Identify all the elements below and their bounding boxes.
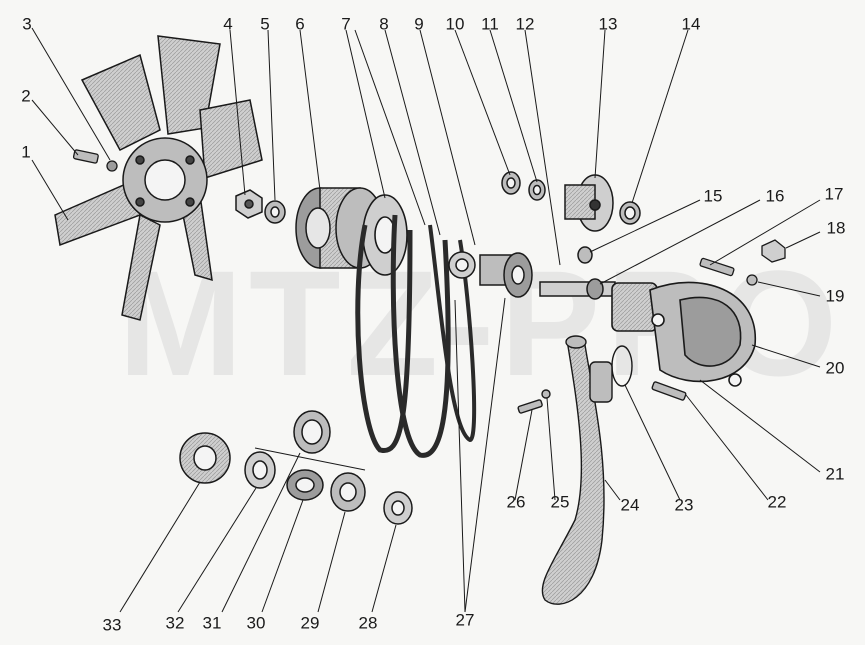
callout-7: 7	[341, 14, 351, 34]
washer-25	[541, 389, 551, 399]
callout-16: 16	[765, 186, 785, 206]
washer-3	[106, 160, 118, 172]
callout-13: 13	[598, 14, 618, 34]
callout-12: 12	[515, 14, 535, 34]
callout-18: 18	[826, 218, 846, 238]
callout-21: 21	[825, 464, 845, 484]
callout-24: 24	[620, 495, 640, 515]
bolt-17	[699, 257, 735, 277]
bolt-2	[72, 149, 99, 164]
bolt-22	[651, 381, 687, 401]
callout-31: 31	[202, 613, 222, 633]
callout-25: 25	[550, 492, 570, 512]
callout-14: 14	[681, 14, 701, 34]
fan-blade-upper-left	[80, 53, 161, 151]
callout-4: 4	[223, 14, 233, 34]
callout-1: 1	[21, 142, 31, 162]
callout-20: 20	[825, 358, 845, 378]
leader-lines	[31, 27, 821, 613]
fan-blade-right	[199, 99, 263, 180]
callout-17: 17	[824, 184, 844, 204]
callout-32: 32	[165, 613, 185, 633]
callout-8: 8	[379, 14, 389, 34]
callout-28: 28	[358, 613, 378, 633]
washer-15	[577, 246, 593, 264]
callout-30: 30	[246, 613, 266, 633]
callout-26: 26	[506, 492, 526, 512]
callout-15: 15	[703, 186, 723, 206]
callout-33: 33	[102, 615, 122, 635]
gasket-23	[611, 345, 633, 387]
callout-29: 29	[300, 613, 320, 633]
washer-19	[746, 274, 758, 286]
callout-23: 23	[674, 495, 694, 515]
callout-6: 6	[295, 14, 305, 34]
callout-9: 9	[414, 14, 424, 34]
callout-27: 27	[455, 610, 475, 630]
bolt-26	[517, 399, 543, 414]
callout-11: 11	[481, 14, 499, 34]
callout-22: 22	[767, 492, 787, 512]
callout-19: 19	[825, 286, 845, 306]
fan-blade-lower-left	[121, 213, 161, 321]
fan-assembly	[54, 35, 263, 321]
outlet-pipe-24	[541, 339, 605, 605]
callout-3: 3	[22, 14, 32, 34]
callout-5: 5	[260, 14, 270, 34]
plug-18	[761, 239, 786, 263]
belt-7	[355, 224, 413, 454]
callout-2: 2	[21, 86, 31, 106]
pump-housing-20	[611, 281, 756, 387]
callout-10: 10	[445, 14, 465, 34]
